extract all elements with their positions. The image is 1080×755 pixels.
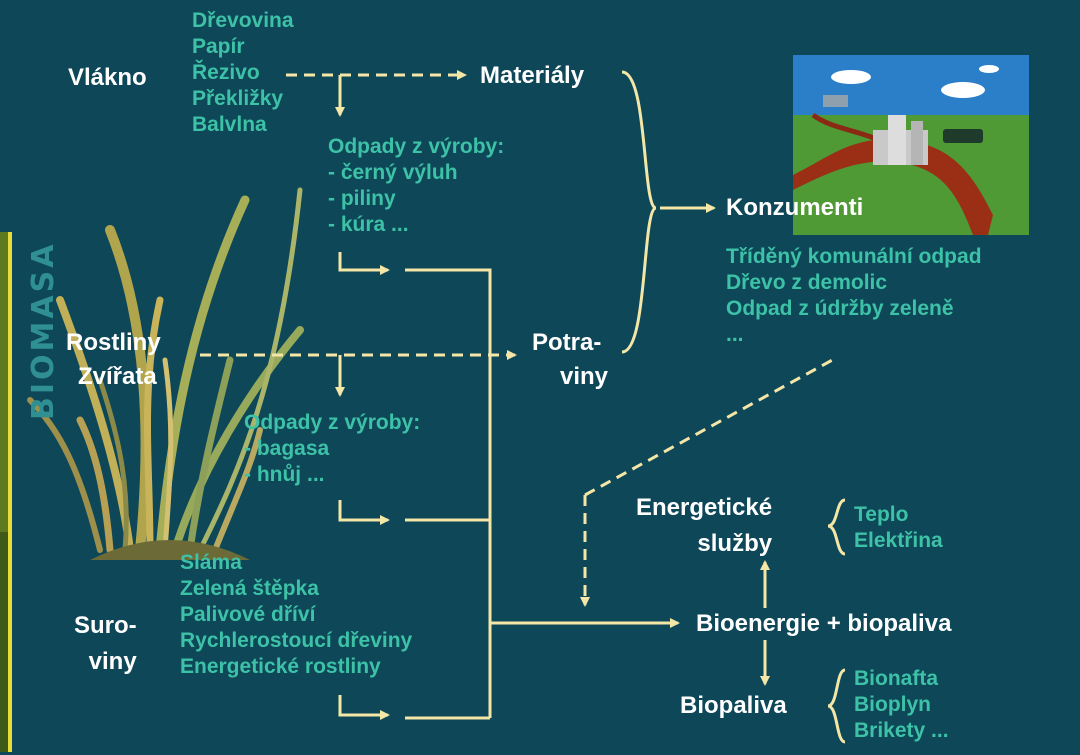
suroviny-list: Sláma Zelená štěpka Palivové dříví Rychl… xyxy=(180,550,412,680)
suroviny-item: Energetické rostliny xyxy=(180,654,412,680)
energeticke-sluzby-label: Energetické služby xyxy=(636,490,772,562)
sluzby-line: služby xyxy=(636,526,772,562)
konzumenti-list: Tříděný komunální odpad Dřevo z demolic … xyxy=(726,244,982,348)
product-item: Papír xyxy=(192,34,294,60)
rostliny-zvirata-label: Rostliny Zvířata xyxy=(66,326,161,394)
vlakno-label: Vlákno xyxy=(68,64,147,92)
bioenergie-label: Bioenergie + biopaliva xyxy=(696,610,951,638)
suroviny-item: Zelená štěpka xyxy=(180,576,412,602)
odpady-title: Odpady z výroby: xyxy=(244,410,420,436)
sluzby-item: Teplo xyxy=(854,502,943,528)
potraviny-label: Potra- viny xyxy=(532,326,608,394)
odpady-rostliny-list: Odpady z výroby: - bagasa - hnůj ... xyxy=(244,410,420,488)
odpady-item: - černý výluh xyxy=(328,160,504,186)
konzumenti-item: ... xyxy=(726,322,982,348)
sluzby-line: Energetické xyxy=(636,490,772,526)
energeticke-sluzby-list: Teplo Elektřina xyxy=(854,502,943,554)
product-item: Balvlna xyxy=(192,112,294,138)
suroviny-line: Suro- xyxy=(74,608,137,644)
vlakno-products-list: Dřevovina Papír Řezivo Překližky Balvlna xyxy=(192,8,294,138)
product-item: Řezivo xyxy=(192,60,294,86)
product-item: Dřevovina xyxy=(192,8,294,34)
odpady-item: - piliny xyxy=(328,186,504,212)
biopaliva-item: Bioplyn xyxy=(854,692,949,718)
suroviny-item: Palivové dříví xyxy=(180,602,412,628)
biopaliva-label: Biopaliva xyxy=(680,692,787,720)
suroviny-item: Sláma xyxy=(180,550,412,576)
biopaliva-item: Brikety ... xyxy=(854,718,949,744)
product-item: Překližky xyxy=(192,86,294,112)
rostliny-label: Rostliny xyxy=(66,326,161,360)
biopaliva-list: Bionafta Bioplyn Brikety ... xyxy=(854,666,949,744)
konzumenti-item: Tříděný komunální odpad xyxy=(726,244,982,270)
konzumenti-label: Konzumenti xyxy=(726,194,863,222)
odpady-item: - bagasa xyxy=(244,436,420,462)
odpady-title: Odpady z výroby: xyxy=(328,134,504,160)
biopaliva-item: Bionafta xyxy=(854,666,949,692)
suroviny-line: viny xyxy=(74,644,137,680)
suroviny-item: Rychlerostoucí dřeviny xyxy=(180,628,412,654)
potraviny-line: viny xyxy=(532,360,608,394)
odpady-item: - hnůj ... xyxy=(244,462,420,488)
konzumenti-item: Dřevo z demolic xyxy=(726,270,982,296)
materialy-label: Materiály xyxy=(480,62,584,90)
odpady-vlakno-list: Odpady z výroby: - černý výluh - piliny … xyxy=(328,134,504,238)
zvirata-label: Zvířata xyxy=(66,360,161,394)
konzumenti-item: Odpad z údržby zeleně xyxy=(726,296,982,322)
sluzby-item: Elektřina xyxy=(854,528,943,554)
suroviny-label: Suro- viny xyxy=(74,608,137,680)
odpady-item: - kúra ... xyxy=(328,212,504,238)
potraviny-line: Potra- xyxy=(532,326,608,360)
